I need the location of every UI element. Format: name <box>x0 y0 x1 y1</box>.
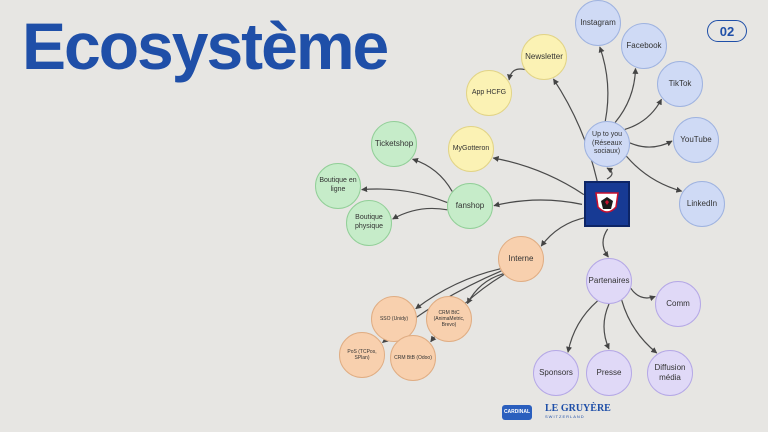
edge-interne-ssO <box>415 268 501 310</box>
node-fanshop: fanshop <box>447 183 493 229</box>
node-label: CRM BtC (AnimaMetric, Brevo) <box>433 309 465 329</box>
edge-partenaires-comm <box>630 287 656 302</box>
edge-center-fanshop <box>493 199 583 208</box>
node-label: fanshop <box>455 201 485 210</box>
node-label: YouTube <box>680 135 712 144</box>
node-comm: Comm <box>655 281 701 327</box>
node-label: Boutique physique <box>354 214 384 230</box>
edge-partenaires-presse <box>603 303 610 350</box>
node-instagram: Instagram <box>575 0 621 46</box>
node-label: TikTok <box>668 79 692 88</box>
node-linkedin: LinkedIn <box>679 181 725 227</box>
edge-upto-instagram <box>598 46 609 122</box>
node-ticketshop: Ticketshop <box>371 121 417 167</box>
edge-partenaires-diffusion <box>621 300 658 354</box>
node-label: App HCFG <box>471 88 507 96</box>
node-label: Up to you (Réseaux sociaux) <box>592 130 622 156</box>
node-presse: Presse <box>586 350 632 396</box>
node-label: Presse <box>596 368 622 377</box>
node-label: Newsletter <box>525 52 563 61</box>
node-sponsors: Sponsors <box>533 350 579 396</box>
gruyere-logo: LE GRUYÈRE <box>545 403 611 414</box>
node-mygotteron: MyGotteron <box>448 126 494 172</box>
node-label: Instagram <box>580 18 616 27</box>
node-label: Boutique en ligne <box>319 177 357 193</box>
node-boutique-physique: Boutique physique <box>346 200 392 246</box>
node-boutique-en-ligne: Boutique en ligne <box>315 163 361 209</box>
node-label: Comm <box>666 299 690 308</box>
node-crm-btb: CRM BtB (Odoo) <box>390 335 436 381</box>
node-newsletter: Newsletter <box>521 34 567 80</box>
node-tiktok: TikTok <box>657 61 703 107</box>
edge-upto-linkedin <box>625 155 683 193</box>
edge-upto-youtube <box>629 140 673 148</box>
edge-center-mygotteron <box>492 156 585 196</box>
node-facebook: Facebook <box>621 23 667 69</box>
page-title: Ecosystème <box>22 9 389 83</box>
cardinal-logo: CARDINAL <box>502 405 532 420</box>
node-label: Interne <box>508 254 534 263</box>
edge-newsletter-apphcfg <box>507 68 525 81</box>
node-pos: PoS (TCPos, SPlan) <box>339 332 385 378</box>
page-number-badge: 02 <box>707 20 747 42</box>
node-label: Sponsors <box>539 368 573 377</box>
node-sso: SSO (Unidy) <box>371 296 417 342</box>
node-label: PoS (TCPos, SPlan) <box>347 348 377 361</box>
node-label: SSO (Unidy) <box>379 315 409 322</box>
edge-center-partenaires <box>602 228 609 258</box>
node-label: LinkedIn <box>686 199 718 208</box>
edge-fanshop-ticketshop <box>412 157 453 192</box>
gruyere-logo-subtitle: SWITZERLAND <box>545 414 585 419</box>
edge-fanshop-boutique_ligne <box>361 186 448 204</box>
edge-center-upto <box>606 167 614 180</box>
node-diffusion-media: Diffusion média <box>647 350 693 396</box>
node-interne: Interne <box>498 236 544 282</box>
edge-upto-facebook <box>614 67 639 123</box>
node-label: Partenaires <box>588 276 630 285</box>
node-label: Ticketshop <box>374 139 414 148</box>
edge-center-interne <box>540 216 587 247</box>
hockey-club-crest-icon <box>595 192 619 213</box>
node-partenaires: Partenaires <box>586 258 632 304</box>
edge-partenaires-sponsors <box>566 300 598 353</box>
node-crm-btc: CRM BtC (AnimaMetric, Brevo) <box>426 296 472 342</box>
center-node <box>584 181 630 227</box>
node-up-to-you: Up to you (Réseaux sociaux) <box>584 121 630 167</box>
edge-fanshop-boutique_phys <box>392 207 448 220</box>
node-label: Diffusion média <box>654 363 686 382</box>
node-youtube: YouTube <box>673 117 719 163</box>
node-label: CRM BtB (Odoo) <box>394 354 432 361</box>
node-app-hcfg: App HCFG <box>466 70 512 116</box>
node-label: Facebook <box>626 41 662 50</box>
node-label: MyGotteron <box>452 144 490 152</box>
edge-upto-tiktok <box>624 98 662 130</box>
edge-center-newsletter <box>552 78 598 182</box>
